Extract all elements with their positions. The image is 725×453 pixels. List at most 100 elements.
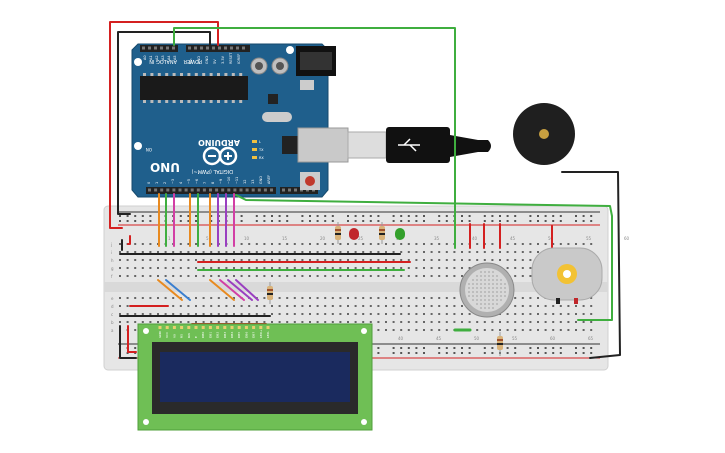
wire-red-rail-vert[interactable] [127,235,131,245]
rail-hole [453,352,456,354]
terminal-hole [544,329,547,331]
wire-black-lcd-gnd[interactable] [119,325,137,359]
terminal-hole [134,251,137,253]
terminal-hole [385,251,387,253]
chip-leg [165,73,169,76]
terminal-hole [255,267,258,269]
rail-hole [134,215,137,217]
terminal-hole [468,251,471,253]
terminal-hole [164,259,167,261]
terminal-hole [407,243,410,245]
header-pin [245,188,249,192]
terminal-hole [537,329,539,331]
green-led[interactable] [395,228,405,240]
analog-pin-label: A4 [167,55,171,60]
terminal-hole [423,305,425,307]
rail-hole [582,215,585,217]
terminal-hole [415,297,418,299]
resistor[interactable] [497,332,503,356]
mesh-hole [468,287,470,289]
terminal-hole [248,305,251,307]
status-led-label: L [259,140,261,144]
column-mark: 55 [512,336,518,341]
terminal-hole [445,243,448,245]
terminal-hole [187,275,190,277]
terminal-hole [392,267,395,269]
terminal-hole [415,329,418,331]
terminal-hole [385,297,387,299]
terminal-hole [126,313,129,315]
usb-cable[interactable] [347,127,491,163]
rail-hole [514,215,517,217]
mesh-hole [476,279,478,281]
mesh-hole [484,271,486,273]
rail-hole [331,220,334,222]
terminal-hole [240,275,243,277]
terminal-hole [430,243,433,245]
wire-blue-lcd-2[interactable] [165,279,191,301]
terminal-hole [331,313,334,315]
terminal-hole [141,275,144,277]
wire-black-gnd[interactable] [117,31,211,215]
resistor[interactable] [335,222,341,244]
terminal-hole [324,275,327,277]
terminal-hole [195,251,197,253]
wire-red-5v[interactable] [109,21,219,229]
terminal-hole [438,275,441,277]
resistor[interactable] [267,282,273,304]
reset-button[interactable] [305,176,315,186]
resistor[interactable] [379,222,385,244]
piezo-buzzer[interactable] [513,103,575,165]
terminal-hole [461,243,463,245]
wire-purple-lcd-6[interactable] [235,279,259,301]
rail-hole [491,220,494,222]
terminal-hole [461,275,463,277]
red-led[interactable] [349,228,359,240]
terminal-hole [392,329,395,331]
rail-hole [134,220,137,222]
terminal-hole [575,305,577,307]
terminal-hole [157,297,159,299]
lcd-pin-label: DB4 [230,332,234,338]
terminal-hole [331,243,334,245]
wire-green-pin2[interactable] [235,194,613,321]
mesh-hole [496,275,498,277]
dc-motor[interactable] [531,247,603,304]
gas-sensor[interactable] [459,262,515,318]
terminal-hole [430,305,433,307]
terminal-hole [339,275,342,277]
terminal-hole [233,305,235,307]
terminal-hole [301,251,304,253]
rail-hole [286,215,289,217]
terminal-hole [301,297,304,299]
terminal-hole [476,251,479,253]
lcd-pin-label: DB7 [252,332,256,338]
wire-orange-lcd-1[interactable] [157,279,183,301]
terminal-hole [430,321,433,323]
terminal-hole [157,267,159,269]
chip-legs [143,73,243,103]
wire-green-a0[interactable] [173,27,456,249]
wire-black-buzzer[interactable] [561,171,621,359]
usb-port[interactable] [297,127,349,163]
rail-hole [377,215,380,217]
mesh-hole [492,291,494,293]
wire-red-lcd-vcc[interactable] [127,325,137,353]
digital-header-high[interactable] [280,187,318,194]
terminal-hole [430,275,433,277]
wire-magenta-lcd-4[interactable] [219,279,245,301]
terminal-hole [195,321,197,323]
terminal-hole [590,313,593,315]
mesh-hole [500,299,502,301]
row-letter: g [111,266,114,271]
terminal-hole [521,313,524,315]
wire-orange-lcd-3[interactable] [209,279,235,301]
terminal-hole [491,251,494,253]
rail-hole [461,215,463,217]
header-pin [178,188,182,192]
arduino-uno-board[interactable]: UNO ARDUINO POWER ANALOG IN DIGITAL (PWM… [131,43,349,198]
capacitor-top [255,62,263,70]
wire-purple-lcd-5[interactable] [227,279,253,301]
analog-header[interactable] [140,45,178,52]
